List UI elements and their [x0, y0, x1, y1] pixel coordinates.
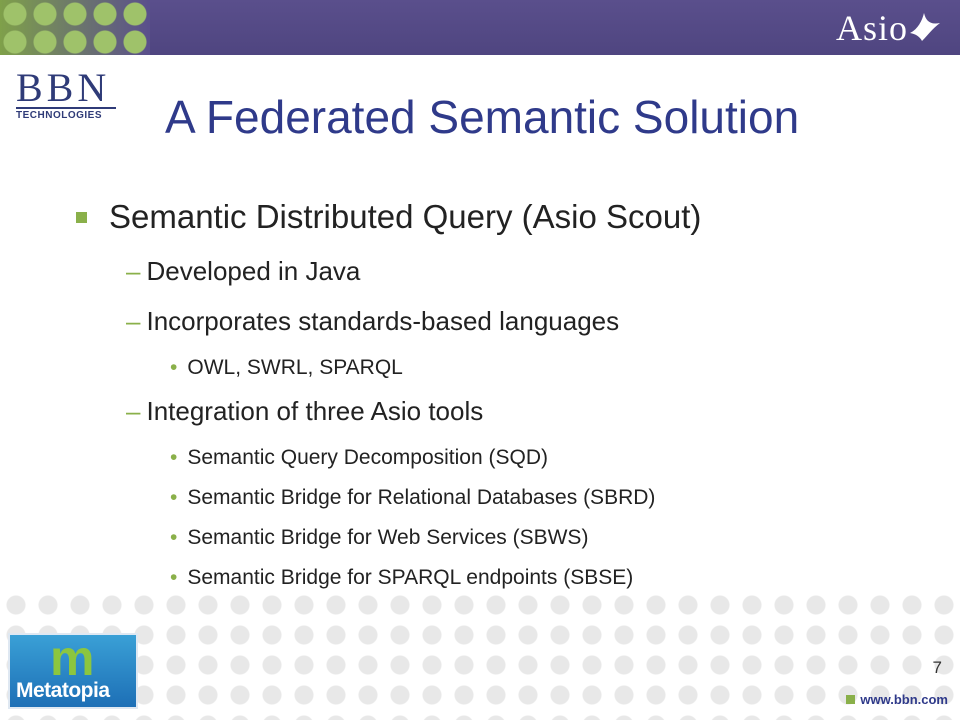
bullet-level2: –Incorporates standards-based languages	[126, 306, 619, 337]
bullet-level3: • OWL, SWRL, SPARQL	[170, 356, 403, 380]
bullet-level3: • Semantic Query Decomposition (SQD)	[170, 446, 548, 470]
square-icon	[846, 695, 856, 704]
footer-url-text: www.bbn.com	[860, 692, 948, 707]
bbn-logo-letters: BBN	[16, 65, 111, 110]
slide-title: A Federated Semantic Solution	[165, 91, 800, 143]
dot-bullet-icon: •	[170, 526, 178, 549]
bullet-text: Semantic Query Decomposition (SQD)	[187, 446, 548, 469]
bullet-level1: Semantic Distributed Query (Asio Scout)	[76, 198, 701, 236]
bullet-text: Semantic Bridge for Web Services (SBWS)	[187, 526, 589, 549]
bullet-text: Integration of three Asio tools	[146, 396, 484, 426]
bbn-logo: BBN TECHNOLOGIES	[16, 65, 118, 121]
bullet-text: Incorporates standards-based languages	[146, 306, 620, 336]
bullet-text: Semantic Bridge for Relational Databases…	[187, 486, 656, 509]
bullet-text: Semantic Bridge for SPARQL endpoints (SB…	[187, 566, 634, 589]
bullet-text: OWL, SWRL, SPARQL	[187, 356, 403, 379]
metatopia-logo: m Metatopia	[8, 630, 138, 709]
dot-bullet-icon: •	[170, 356, 178, 379]
footer-dot-pattern	[0, 590, 960, 720]
banner-dot-pattern	[0, 0, 150, 55]
dot-bullet-icon: •	[170, 566, 178, 589]
bbn-logo-rule	[16, 107, 116, 109]
dash-bullet-icon: –	[126, 396, 141, 426]
dot-bullet-icon: •	[170, 446, 178, 469]
bird-icon	[910, 13, 940, 41]
bullet-level3: • Semantic Bridge for Relational Database…	[170, 486, 655, 510]
bullet-level2: –Developed in Java	[126, 256, 360, 287]
asio-logo: Asio	[836, 6, 942, 50]
bullet-text: Developed in Java	[146, 256, 361, 286]
metatopia-logo-text: Metatopia	[16, 679, 110, 702]
asio-logo-text: Asio	[835, 8, 908, 48]
square-bullet-icon	[76, 211, 87, 223]
bbn-logo-subtitle: TECHNOLOGIES	[16, 110, 103, 121]
bullet-level2: –Integration of three Asio tools	[126, 396, 483, 427]
metatopia-logo-letter: m	[50, 630, 95, 686]
bullet-level3: • Semantic Bridge for SPARQL endpoints (S…	[170, 566, 633, 590]
footer-url: www.bbn.com	[846, 692, 948, 707]
page-number: 7	[932, 658, 942, 677]
top-banner: Asio	[0, 0, 960, 55]
bullet-text: Semantic Distributed Query (Asio Scout)	[109, 198, 702, 235]
dash-bullet-icon: –	[126, 306, 141, 336]
dash-bullet-icon: –	[126, 256, 141, 286]
bullet-level3: • Semantic Bridge for Web Services (SBWS)	[170, 526, 588, 550]
dot-bullet-icon: •	[170, 486, 178, 509]
